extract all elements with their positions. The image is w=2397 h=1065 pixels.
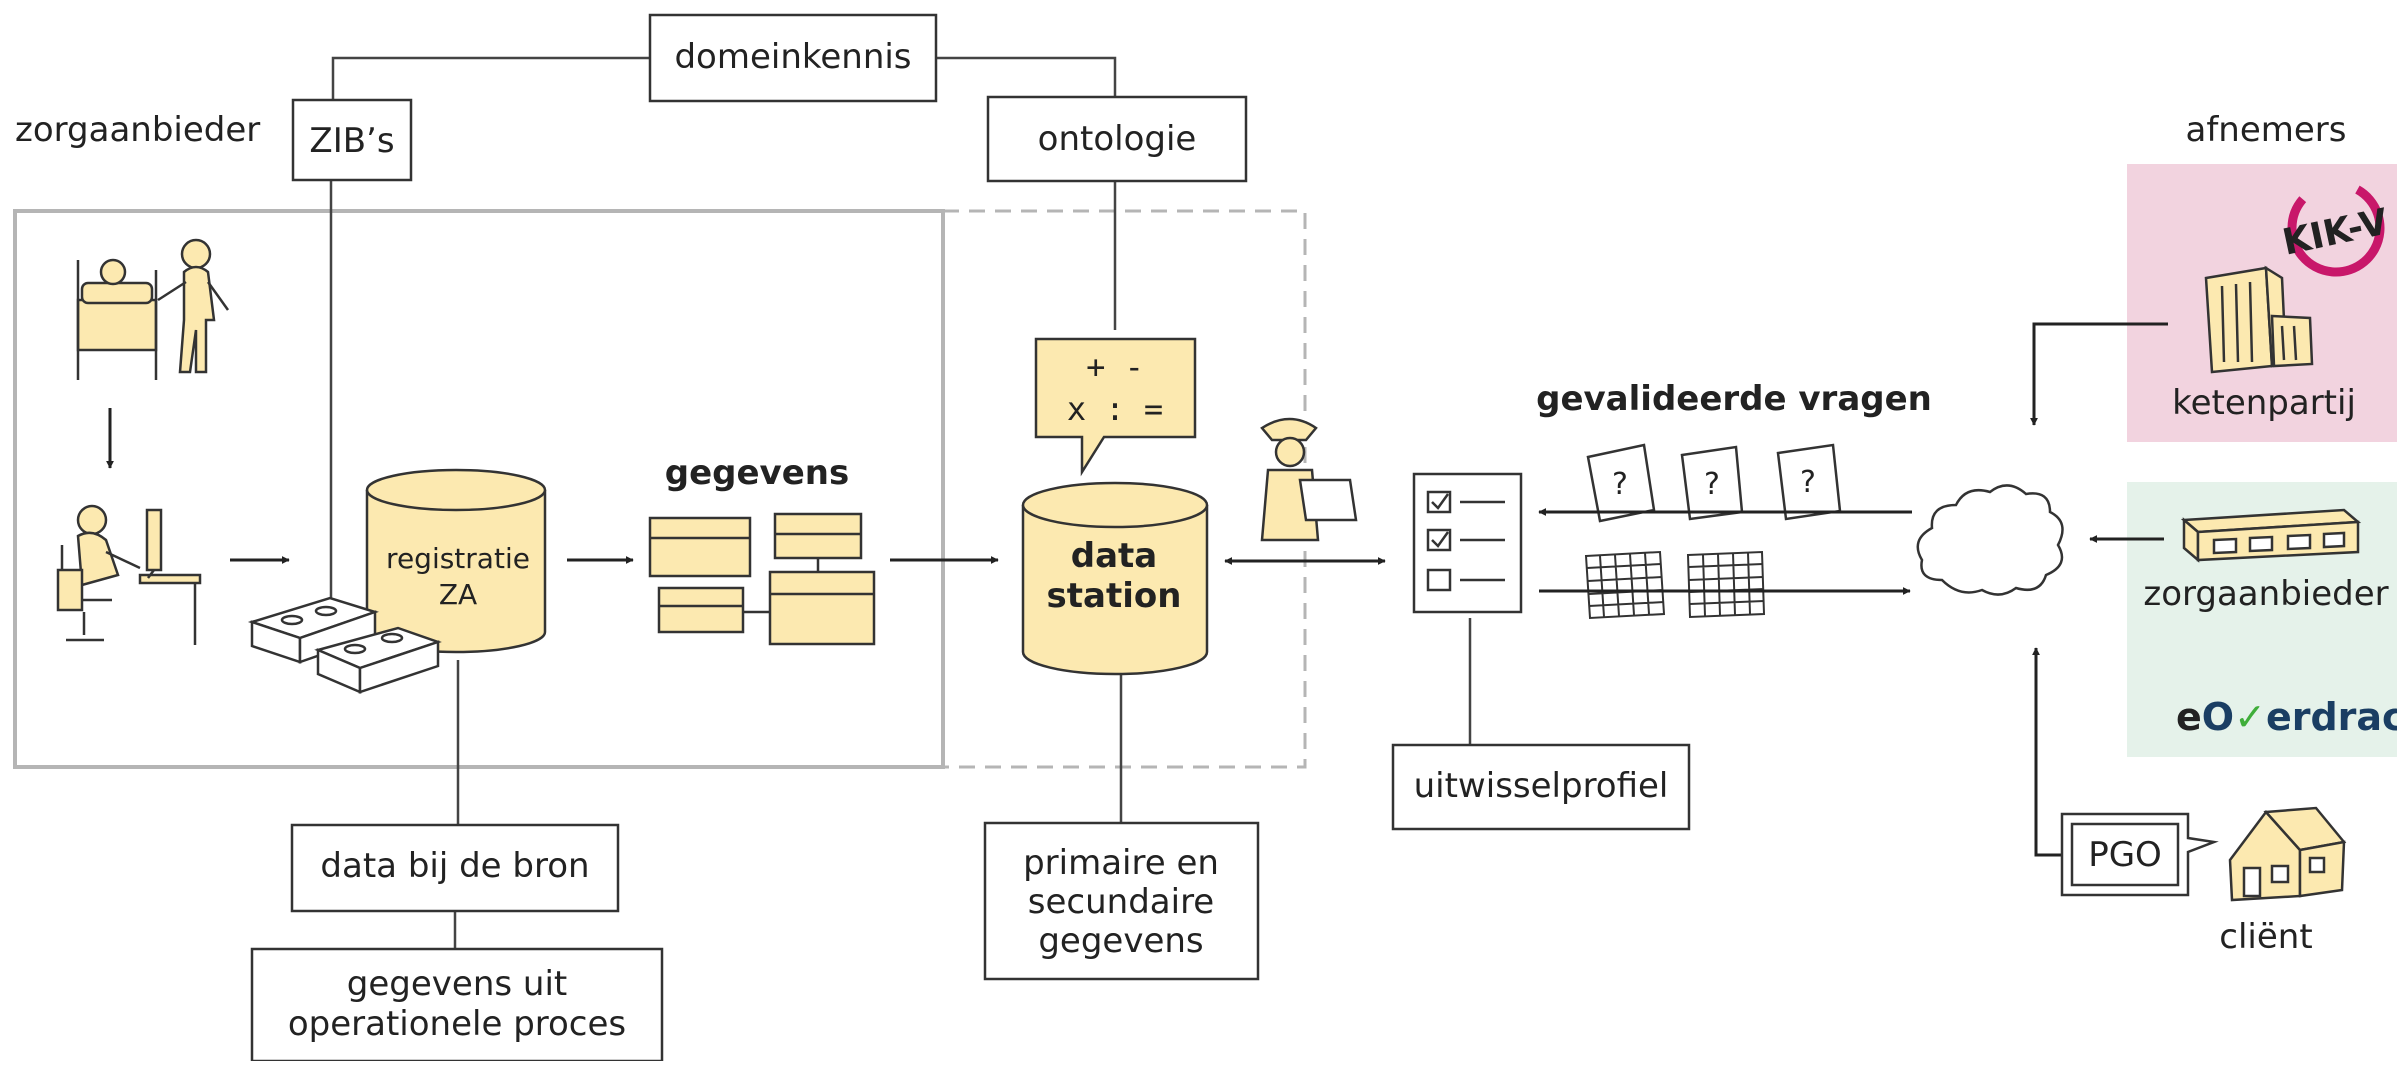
primaire-line-1: primaire en xyxy=(1023,843,1219,883)
gegevens-uit-box: gegevens uit operationele proces xyxy=(250,947,664,1063)
za-label: ZA xyxy=(439,578,477,611)
primaire-line-2: secundaire xyxy=(1028,882,1214,922)
database-cylinder-icon xyxy=(1021,505,1209,676)
house-icon xyxy=(2228,806,2347,902)
ontologie-label: ontologie xyxy=(1038,119,1197,159)
data-station-label-2: station xyxy=(1047,576,1182,616)
svg-text:?: ? xyxy=(1612,467,1628,502)
client-to-cloud-arrow xyxy=(2032,647,2062,857)
eoverdracht-logo: eO✓erdracht eOverdracht xyxy=(2176,695,2397,739)
cloud-icon xyxy=(1916,484,2064,596)
storage-blocks-icon xyxy=(247,596,442,694)
patient-care-icon xyxy=(76,238,230,380)
formula-line-1: + - xyxy=(1086,348,1144,386)
inspector-icon xyxy=(1260,417,1358,542)
question-document-icon: ? xyxy=(1680,445,1744,521)
pgo-label: PGO xyxy=(2088,835,2162,875)
svg-text:eO✓erdracht: eO✓erdracht xyxy=(2176,695,2397,739)
office-building-icon xyxy=(2204,265,2314,374)
ketenpartij-label: ketenpartij xyxy=(2172,383,2356,423)
grid-sheet-icon xyxy=(1584,550,1666,620)
data-tables-icon xyxy=(648,512,876,646)
registratie-database: registratie ZA xyxy=(365,468,547,654)
data-bij-de-bron-box: data bij de bron xyxy=(290,823,620,913)
data-station-database: data station xyxy=(1021,481,1209,676)
zorgaanbieder-heading: zorgaanbieder xyxy=(15,110,260,150)
domeinkennis-label: domeinkennis xyxy=(674,37,911,77)
gevalideerde-vragen-heading: gevalideerde vragen xyxy=(1536,379,1932,419)
uitwisselprofiel-label: uitwisselprofiel xyxy=(1414,766,1669,806)
primaire-line-3: gegevens xyxy=(1038,921,1203,961)
grid-sheet-icon xyxy=(1686,550,1766,619)
domeinkennis-box: domeinkennis xyxy=(648,13,938,103)
checklist-icon xyxy=(1412,472,1523,614)
grid-sheets xyxy=(1584,550,1766,620)
kikv-logo: KIK-V xyxy=(2279,179,2392,277)
question-documents: ? ? ? xyxy=(1586,443,1842,523)
ontologie-box: ontologie xyxy=(986,95,1248,183)
formula-line-2: x : = xyxy=(1067,390,1163,428)
zibs-box: ZIB’s xyxy=(291,98,413,182)
gegevens-uit-line-2: operationele proces xyxy=(288,1004,626,1044)
gegevens-uit-line-1: gegevens uit xyxy=(347,964,567,1004)
speech-bubble-icon: + - x : = xyxy=(1034,337,1197,477)
primaire-box: primaire en secundaire gegevens xyxy=(983,821,1260,981)
question-document-icon: ? xyxy=(1586,443,1656,523)
svg-text:?: ? xyxy=(1800,465,1816,500)
care-building-icon xyxy=(2180,508,2362,563)
pgo-bubble: PGO xyxy=(2060,812,2219,897)
question-document-icon: ? xyxy=(1776,443,1842,521)
uitwisselprofiel-box: uitwisselprofiel xyxy=(1391,743,1691,831)
afnemers-heading: afnemers xyxy=(2185,110,2346,150)
zibs-label: ZIB’s xyxy=(309,121,394,161)
data-bij-de-bron-label: data bij de bron xyxy=(320,846,589,886)
gegevens-heading: gegevens xyxy=(665,453,849,493)
registratie-label: registratie xyxy=(386,542,530,575)
svg-text:?: ? xyxy=(1704,467,1720,502)
domeinkennis-connectors xyxy=(329,56,1472,949)
ketenpartij-to-cloud-arrow xyxy=(2030,322,2168,426)
client-label: cliënt xyxy=(2219,917,2312,957)
data-station-label-1: data xyxy=(1071,536,1157,576)
computer-worker-icon xyxy=(56,504,202,645)
zorgaanbieder-frame xyxy=(13,209,945,769)
zorgaanbieder-afnemer-label: zorgaanbieder xyxy=(2143,574,2388,614)
